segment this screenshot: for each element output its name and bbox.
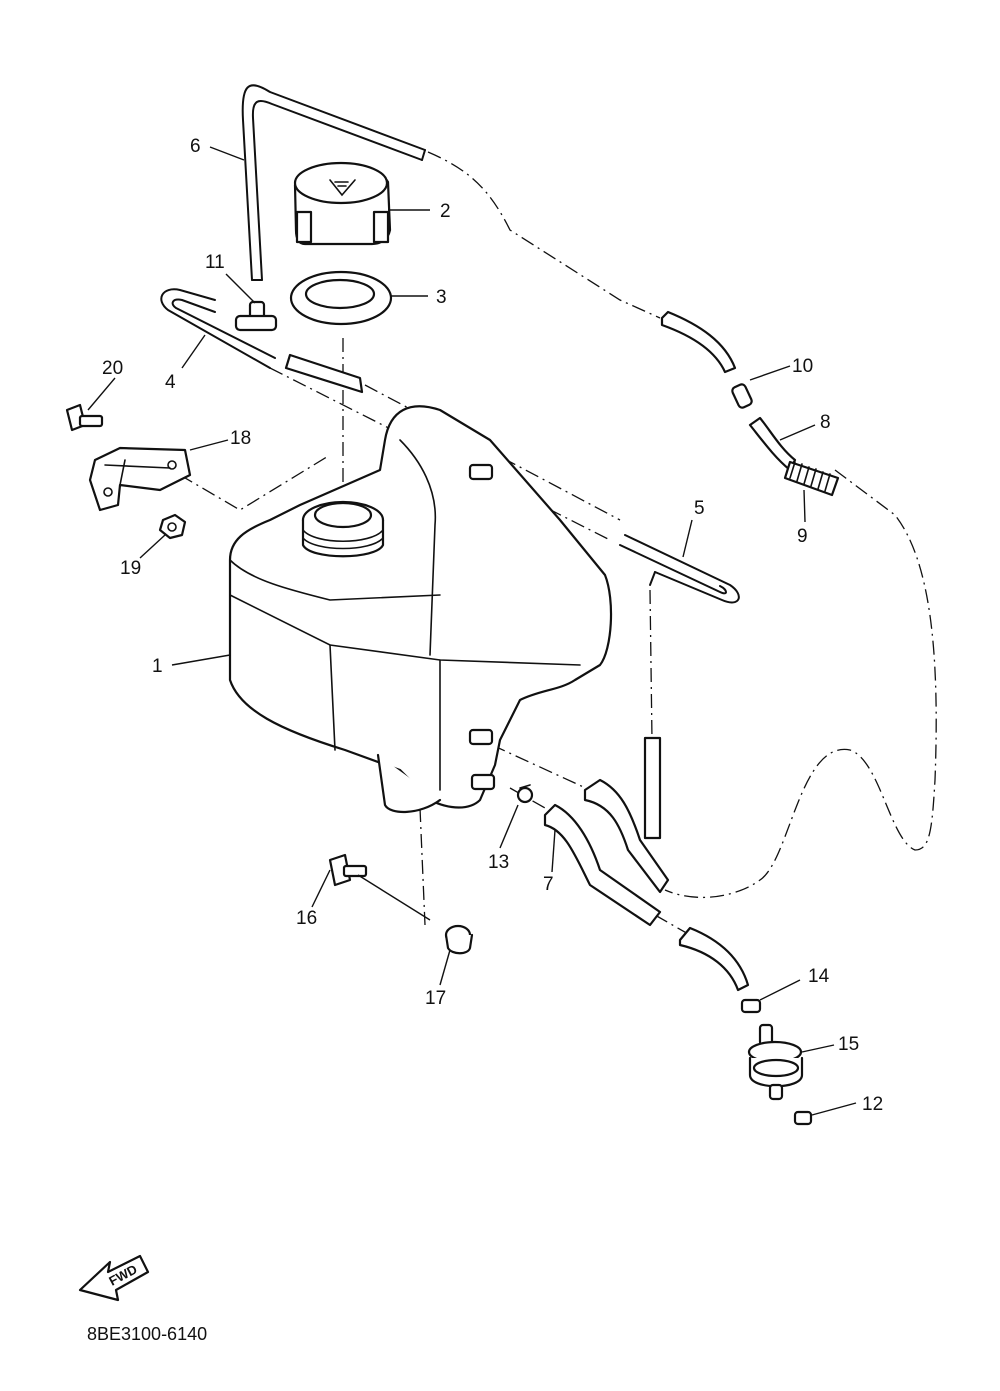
bracket-18 [88, 446, 192, 512]
callout-15: 15 [838, 1034, 859, 1055]
hose-7 [543, 778, 670, 927]
hose-segment-lower [678, 926, 750, 992]
coolant-tank [228, 405, 613, 814]
callout-7: 7 [543, 874, 554, 895]
callout-18: 18 [230, 428, 251, 449]
callout-17: 17 [425, 988, 446, 1009]
fitting-10 [731, 383, 753, 409]
nut-19 [158, 513, 187, 540]
radiator-cap [293, 161, 392, 246]
hose-6 [241, 84, 426, 281]
forward-arrow-icon: FWD [78, 1254, 150, 1302]
callout-11: 11 [205, 252, 225, 273]
callout-2: 2 [440, 201, 451, 222]
callout-9: 9 [797, 526, 808, 547]
leader-lines [87, 146, 857, 1116]
callout-6: 6 [190, 136, 201, 157]
hose-segment-upper-right [660, 310, 737, 374]
bolt-20 [65, 403, 104, 432]
t-fitting [234, 300, 278, 332]
filter-15 [747, 1023, 804, 1101]
clamp-14 [740, 998, 762, 1014]
spring-9 [783, 460, 840, 497]
callout-numbers: 1 2 3 4 5 6 7 8 9 10 11 12 13 14 15 16 1… [102, 136, 883, 1115]
drawing-code: 8BE3100-6140 [87, 1324, 207, 1344]
callout-5: 5 [694, 498, 705, 519]
callout-20: 20 [102, 358, 123, 379]
callout-4: 4 [165, 372, 176, 393]
callout-13: 13 [488, 852, 509, 873]
callout-16: 16 [296, 908, 317, 929]
callout-14: 14 [808, 966, 830, 987]
clamp-13 [516, 784, 534, 804]
callout-12: 12 [862, 1094, 883, 1115]
callout-10: 10 [792, 356, 813, 377]
u-hose-4 [160, 288, 364, 394]
cap-gasket [289, 270, 393, 326]
grommet-17 [444, 924, 474, 955]
overflow-hose-8 [748, 416, 797, 472]
callout-1: 1 [152, 656, 163, 677]
hose-segment-vertical [643, 736, 662, 840]
callout-19: 19 [120, 558, 141, 579]
callout-8: 8 [820, 412, 831, 433]
clip-12 [793, 1110, 813, 1126]
callout-3: 3 [436, 287, 447, 308]
bolt-16 [328, 853, 368, 887]
u-hose-5 [619, 534, 740, 604]
